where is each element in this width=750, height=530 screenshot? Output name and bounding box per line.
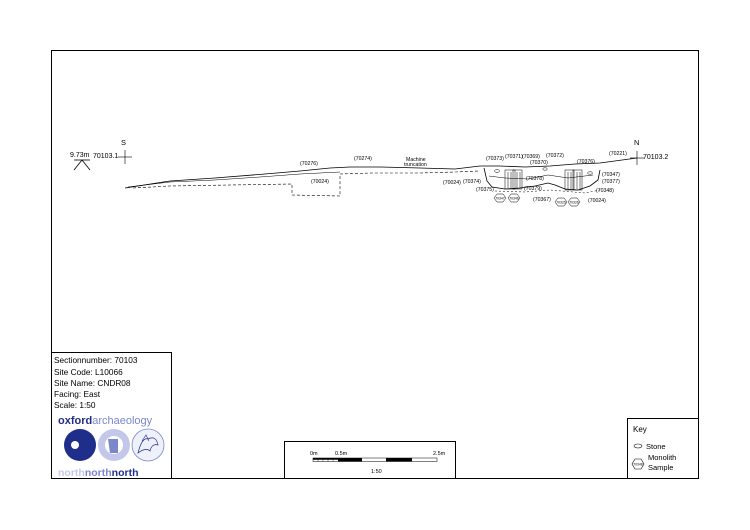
context-label: (70221): [609, 151, 627, 157]
scale-label-mid: 0.5m: [335, 451, 348, 457]
scale-label-end: 2.5m: [433, 451, 446, 457]
machine-truncation-line: [132, 170, 481, 197]
context-label: (70374): [463, 179, 481, 185]
context-label: (70371): [505, 154, 523, 160]
context-label: (70024): [588, 198, 606, 204]
stone: [494, 169, 500, 173]
start-datum: 9.73m: [70, 152, 91, 171]
context-label: (70376): [577, 159, 595, 165]
context-label: Machine: [406, 157, 426, 163]
facing-text: Facing: East: [54, 389, 101, 399]
context-label: (70372): [546, 153, 564, 159]
logo-footer-word: north: [85, 467, 112, 479]
start-point-marker: 70103.1 S: [93, 138, 132, 164]
end-point-label: 70103.2: [643, 154, 668, 161]
monolith-box-3: [564, 169, 575, 191]
logo-circle-dark-icon: [64, 429, 96, 461]
stone-symbols: [494, 167, 593, 175]
oxford-archaeology-logo: oxfordarchaeology northnorthnorth: [58, 415, 165, 479]
scale-ratio-label: 1:50: [371, 469, 382, 475]
logo-footer-word: north: [112, 467, 139, 479]
context-label: (70276): [300, 161, 318, 167]
key-stone-label: Stone: [646, 442, 666, 451]
key-title: Key: [633, 425, 647, 434]
context-label: (70367): [533, 197, 551, 203]
context-label: (70378): [526, 176, 544, 182]
monolith-box-2: [512, 169, 523, 190]
start-level-label: 9.73m: [70, 152, 90, 159]
monolith-sample-key-icon: [631, 458, 645, 470]
scale-bar-panel: 0m 0.5m 2.5m 1:50: [284, 441, 456, 479]
key-panel: Key Stone 70348 Monolith Sample: [627, 418, 699, 479]
stone: [587, 171, 593, 175]
context-label: (70369): [522, 154, 540, 160]
monolith-tags: 70347 70346 70325 70326: [493, 193, 581, 207]
logo-griffin-icon: [131, 428, 165, 462]
ground-surface-line: [124, 157, 638, 189]
monolith-tag: 70326: [569, 201, 579, 205]
site-code-text: Site Code: L10066: [54, 367, 123, 377]
context-labels: (70276) (70274) (70024) Machine truncati…: [300, 151, 627, 204]
context-label: (70274): [354, 156, 372, 162]
svg-text:northnorthnorth: northnorthnorth: [58, 467, 138, 479]
start-point-label: 70103.1: [93, 153, 118, 160]
context-label: (70370): [530, 160, 548, 166]
context-label: (70379): [524, 186, 542, 192]
key-legend: Key Stone 70348 Monolith Sample: [631, 425, 676, 472]
context-label: (70347): [602, 172, 620, 178]
monolith-box-4: [572, 169, 583, 191]
svg-text:oxfordarchaeology: oxfordarchaeology: [58, 415, 153, 427]
context-label: (70024): [443, 180, 461, 186]
context-label: (70375): [476, 187, 494, 193]
monolith-box-1: [504, 169, 516, 190]
context-label: (70024): [311, 179, 329, 185]
monolith-tag: 70347: [495, 197, 505, 201]
info-panel: Sectionnumber: 70103 Site Code: L10066 S…: [51, 352, 172, 479]
end-point-marker: 70103.2 N: [630, 138, 668, 165]
stone-key-icon: [633, 443, 643, 449]
logo-word-archaeology: archaeology: [92, 415, 152, 427]
context-label: (70348): [596, 188, 614, 194]
ditch-cut-line: [483, 167, 601, 191]
monolith-tag: 70325: [556, 201, 566, 205]
scale-text: Scale: 1:50: [54, 400, 96, 410]
context-label: (70377): [602, 179, 620, 185]
key-monolith-label: Monolith: [648, 453, 676, 462]
context-label: truncation: [404, 162, 427, 168]
stone: [542, 167, 548, 171]
key-monolith-icon-text: 70348: [633, 462, 643, 466]
monolith-samples: [504, 169, 583, 191]
direction-north-label: N: [634, 138, 639, 147]
direction-south-label: S: [121, 138, 126, 147]
topsoil-lower-line: [127, 171, 341, 188]
site-name-text: Site Name: CNDR08: [54, 378, 131, 388]
ditch-fill-line: [488, 174, 594, 180]
logo-word-oxford: oxford: [58, 415, 92, 427]
ditch-base-dashed: [494, 189, 601, 194]
logo-footer-word: north: [58, 467, 85, 479]
scale-label-zero: 0m: [310, 451, 318, 457]
key-sample-label: Sample: [648, 463, 673, 472]
scale-bar: 0m 0.5m 2.5m 1:50: [310, 451, 446, 475]
context-label: (70373): [486, 156, 504, 162]
monolith-tag: 70346: [509, 197, 519, 201]
section-number-text: Sectionnumber: 70103: [54, 355, 138, 365]
